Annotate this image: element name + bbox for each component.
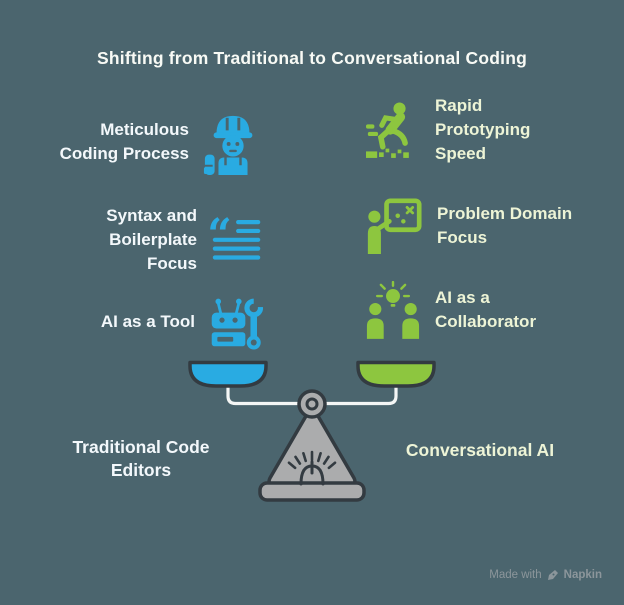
feature-label: AI as a Tool [100,312,195,331]
feature-meticulous-coding: Meticulous Coding Process [28,106,264,178]
label-conversational-ai: Conversational AI [405,440,555,460]
robot-wrench-icon [208,292,264,352]
scale-base [258,481,366,502]
people-lightbulb-icon [366,281,420,339]
quote-lines-icon: “ [210,217,264,264]
construction-worker-icon [202,109,264,175]
feature-label: Meticulous Coding Process [59,120,189,163]
scale-gauge [287,450,337,486]
label-traditional-code-editors: Traditional Code Editors [72,437,210,480]
scale-pan-traditional [188,360,268,388]
running-person-icon [366,100,420,160]
scale-pivot [297,389,327,419]
watermark-brand: Napkin [563,569,602,581]
feature-problem-domain: Problem Domain Focus [366,192,602,260]
feature-rapid-prototyping: Rapid Prototyping Speed [366,96,602,164]
pen-nib-icon [547,570,558,580]
page-title: Shifting from Traditional to Conversatio… [97,48,527,68]
watermark-prefix: Made with [489,569,542,581]
feature-ai-collaborator: AI as a Collaborator [366,279,602,341]
napkin-watermark: Made with Napkin [489,569,602,581]
presenter-board-icon [366,198,422,254]
feature-label: Problem Domain Focus [437,204,573,247]
feature-ai-tool: AI as a Tool [28,290,264,354]
feature-syntax-boilerplate: “ Syntax and Boilerplate Focus [28,204,264,276]
scale-pan-conversational [356,360,436,388]
feature-label: Rapid Prototyping Speed [435,96,531,163]
feature-label: Syntax and Boilerplate Focus [106,206,197,273]
feature-label: AI as a Collaborator [435,288,537,331]
